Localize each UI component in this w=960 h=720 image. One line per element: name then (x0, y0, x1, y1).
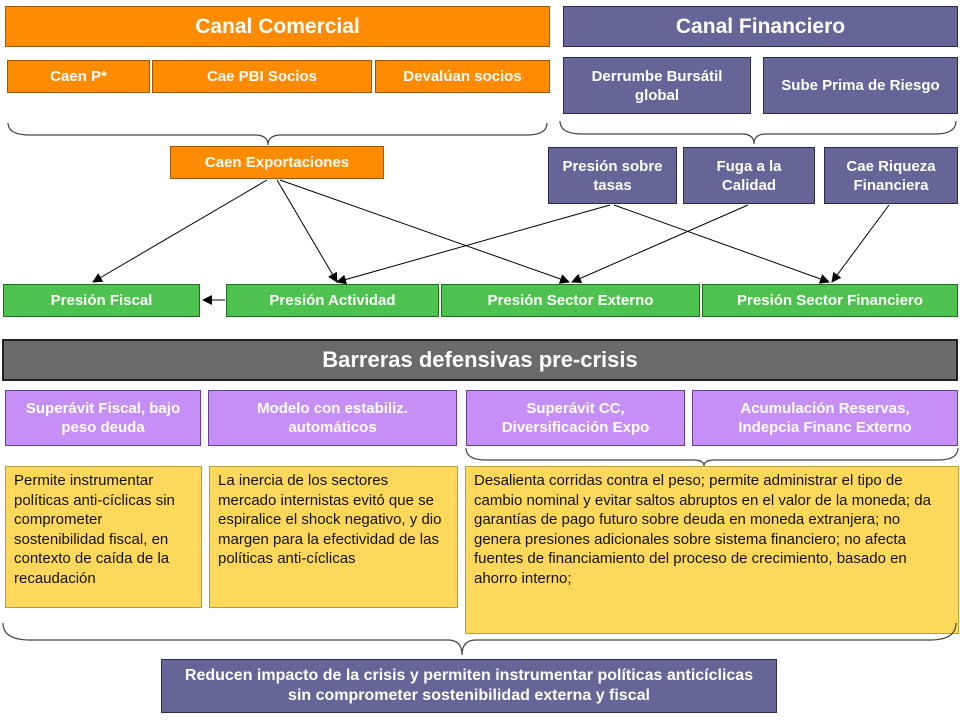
effect-presion-tasas: Presión sobre tasas (548, 147, 677, 204)
effect-fuga-calidad: Fuga a la Calidad (683, 147, 815, 204)
barrier-acumulacion-reservas: Acumulación Reservas, Indepcia Financ Ex… (692, 390, 958, 446)
barriers-header: Barreras defensivas pre-crisis (2, 339, 958, 381)
pressure-sector-financiero: Presión Sector Financiero (702, 284, 958, 317)
brace-commercial (7, 122, 548, 146)
effect-cae-riqueza: Cae Riqueza Financiera (824, 147, 958, 204)
explanation-fiscal: Permite instrumentar políticas anti-cícl… (5, 466, 202, 608)
cause-sube-prima-riesgo: Sube Prima de Riesgo (763, 57, 958, 114)
conclusion-box: Reducen impacto de la crisis y permiten … (161, 659, 777, 713)
barrier-superavit-cc: Superávit CC, Diversificación Expo (466, 390, 685, 446)
arrow-exportaciones-actividad (276, 179, 338, 283)
pressure-fiscal: Presión Fiscal (3, 284, 200, 317)
brace-financial (559, 120, 957, 145)
pressure-actividad: Presión Actividad (226, 284, 439, 317)
arrow-tasas-financiero (613, 204, 830, 284)
cause-devaluan-socios: Devalúan socios (375, 60, 550, 93)
effect-caen-exportaciones: Caen Exportaciones (170, 146, 384, 179)
pressure-sector-externo: Presión Sector Externo (441, 284, 700, 317)
arrow-exportaciones-fiscal (92, 179, 268, 283)
cause-derrumbe-bursatil: Derrumbe Bursátil global (563, 57, 751, 114)
barrier-estabilizadores: Modelo con estabiliz. automáticos (208, 390, 457, 446)
cause-cae-pbi-socios: Cae PBI Socios (152, 60, 372, 93)
arrow-riqueza-financiero (831, 204, 890, 283)
explanation-estabilizadores: La inercia de los sectores mercado inter… (209, 466, 458, 608)
explanation-externo: Desalienta corridas contra el peso; perm… (465, 466, 959, 634)
barrier-superavit-fiscal: Superávit Fiscal, bajo peso deuda (5, 390, 201, 446)
arrow-tasas-actividad (336, 204, 611, 285)
channel-financial-header: Canal Financiero (563, 6, 958, 47)
arrow-fuga-externo (571, 204, 749, 283)
brace-conclusion (2, 622, 957, 656)
arrow-exportaciones-externo (279, 179, 570, 284)
cause-caen-p: Caen P* (7, 60, 150, 93)
channel-commercial-header: Canal Comercial (5, 6, 550, 47)
brace-barriers-external (465, 447, 959, 467)
